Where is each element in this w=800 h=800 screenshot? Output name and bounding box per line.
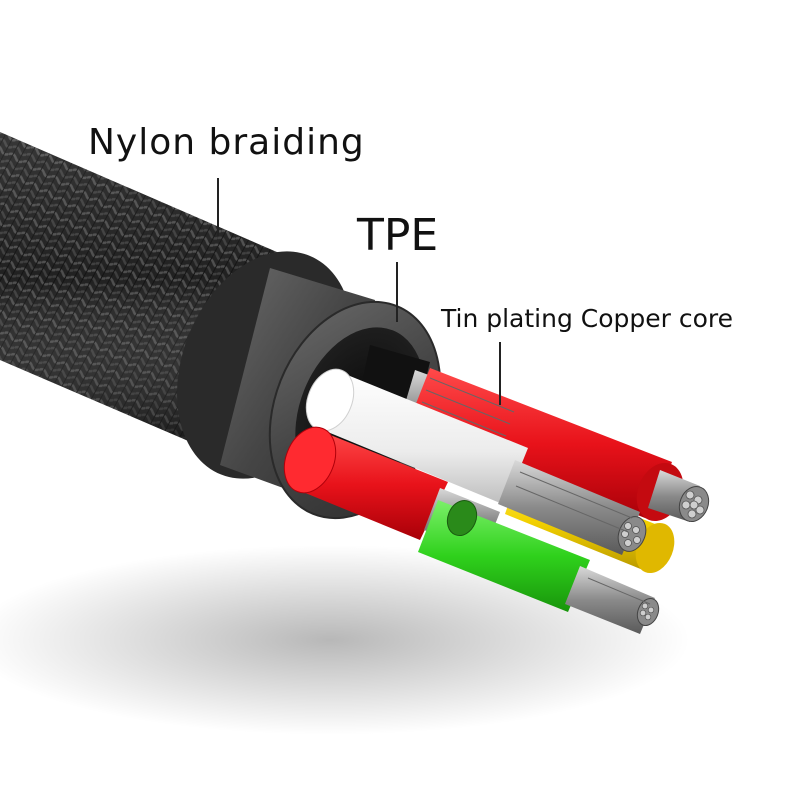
- wire-red-top: [408, 368, 710, 522]
- floor-shadow: [0, 545, 690, 735]
- copper-strands: [421, 377, 651, 605]
- wire-green: [418, 500, 660, 634]
- tpe-label: TPE: [357, 210, 439, 261]
- nylon-braiding-label: Nylon braiding: [88, 122, 365, 163]
- copper-core-label: Tin plating Copper core: [441, 304, 734, 333]
